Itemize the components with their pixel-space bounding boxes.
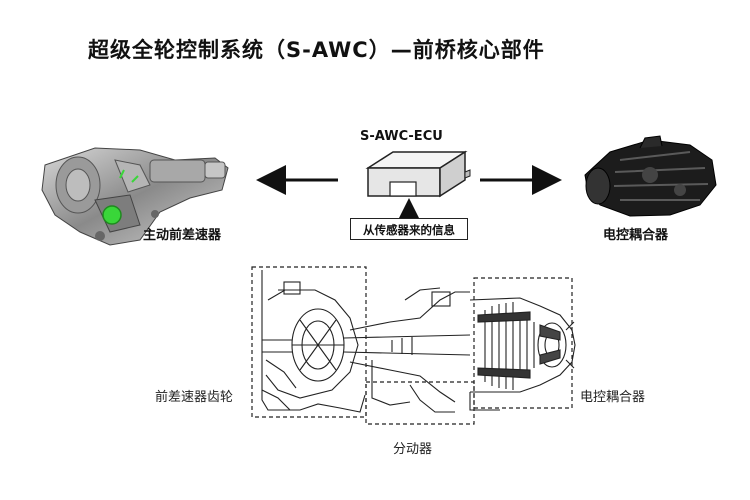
diff-gear-label: 前差速器齿轮 [155,390,234,405]
green-highlight-part [102,205,122,225]
diff-gear-dashed-box [251,266,367,418]
coupling-label: 电控耦合器 [603,228,669,243]
cutaway-coupling-label: 电控耦合器 [580,390,646,405]
page-title: 超级全轮控制系统（S-AWC）—前桥核心部件 [88,38,545,62]
cutaway-drawing [261,270,576,413]
electronic-coupling-illustration [584,135,717,217]
transfer-dashed-box [365,381,475,425]
front-differential-illustration [41,147,229,246]
coupling-dashed-box [473,277,573,409]
sensor-info-box: 从传感器来的信息 [350,218,468,240]
ecu-label: S-AWC-ECU [360,129,443,144]
ecu-box-illustration [365,150,471,198]
front-diff-label: 主动前差速器 [143,228,222,243]
transfer-label: 分动器 [393,442,433,457]
